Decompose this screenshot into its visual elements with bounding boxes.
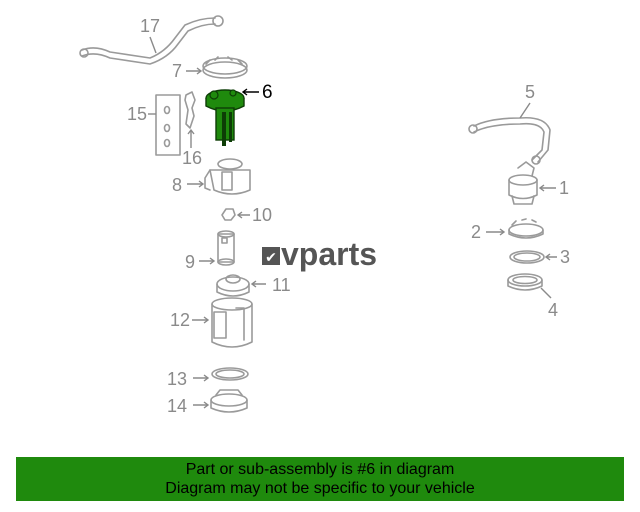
leader-8	[187, 180, 205, 188]
callout-14: 14	[167, 396, 187, 416]
leader-2	[486, 228, 506, 236]
part-11-filter[interactable]	[216, 274, 250, 297]
leader-5	[519, 102, 531, 119]
logo-watermark: ✔ vparts	[262, 236, 377, 272]
leader-3	[544, 253, 557, 261]
part-10-seal[interactable]	[221, 208, 236, 221]
callout-11: 11	[272, 275, 291, 295]
parts-diagram: 17 7 6 15 16 8	[79, 15, 570, 416]
callout-10: 10	[252, 205, 272, 225]
part-8-reservoir[interactable]	[204, 158, 251, 195]
callout-7: 7	[172, 61, 182, 81]
part-6-fuel-pump-module[interactable]	[205, 89, 245, 146]
callout-6: 6	[262, 82, 273, 103]
part-16-clip[interactable]	[184, 91, 196, 129]
callout-2: 2	[471, 222, 481, 242]
leader-9	[199, 257, 216, 265]
part-1-valve[interactable]	[508, 161, 538, 205]
callout-3: 3	[560, 247, 570, 267]
callout-13: 13	[167, 369, 187, 389]
callout-15: 15	[127, 104, 147, 124]
callout-9: 9	[185, 252, 195, 272]
leader-4	[540, 287, 552, 299]
leader-14	[193, 401, 210, 409]
callout-12: 12	[170, 310, 190, 330]
part-2-ring[interactable]	[508, 218, 544, 239]
part-3-o-ring[interactable]	[509, 250, 545, 264]
logo-mark-icon	[262, 247, 280, 265]
part-5-hose[interactable]	[468, 116, 551, 165]
leader-6	[241, 88, 259, 96]
part-15-bracket[interactable]	[155, 94, 181, 156]
logo-mark: ✔	[265, 250, 277, 266]
leader-17	[149, 36, 157, 54]
callout-16: 16	[182, 148, 202, 168]
callout-1: 1	[559, 178, 569, 198]
banner-line-1: Part or sub-assembly is #6 in diagram	[185, 461, 455, 478]
part-12-bucket[interactable]	[211, 297, 253, 348]
part-9-pump[interactable]	[217, 230, 235, 266]
part-7-lock-ring[interactable]	[202, 56, 248, 79]
callout-5: 5	[525, 82, 535, 102]
leader-11	[250, 280, 266, 288]
part-13-o-ring[interactable]	[211, 367, 249, 381]
part-4-lock-ring[interactable]	[507, 273, 543, 291]
part-17-fuel-line[interactable]	[79, 15, 224, 65]
banner-line-2: Diagram may not be specific to your vehi…	[165, 480, 475, 497]
leader-7	[186, 67, 203, 75]
logo-text: vparts	[281, 236, 377, 272]
info-banner: Part or sub-assembly is #6 in diagram Di…	[16, 457, 624, 501]
part-14-lock-ring[interactable]	[210, 389, 248, 413]
leader-1	[538, 184, 556, 192]
leader-12	[192, 316, 210, 324]
callout-8: 8	[172, 175, 182, 195]
callout-17: 17	[140, 16, 160, 36]
leader-16	[187, 128, 195, 148]
leader-10	[236, 211, 250, 219]
leader-13	[193, 374, 210, 382]
callout-4: 4	[548, 300, 558, 320]
